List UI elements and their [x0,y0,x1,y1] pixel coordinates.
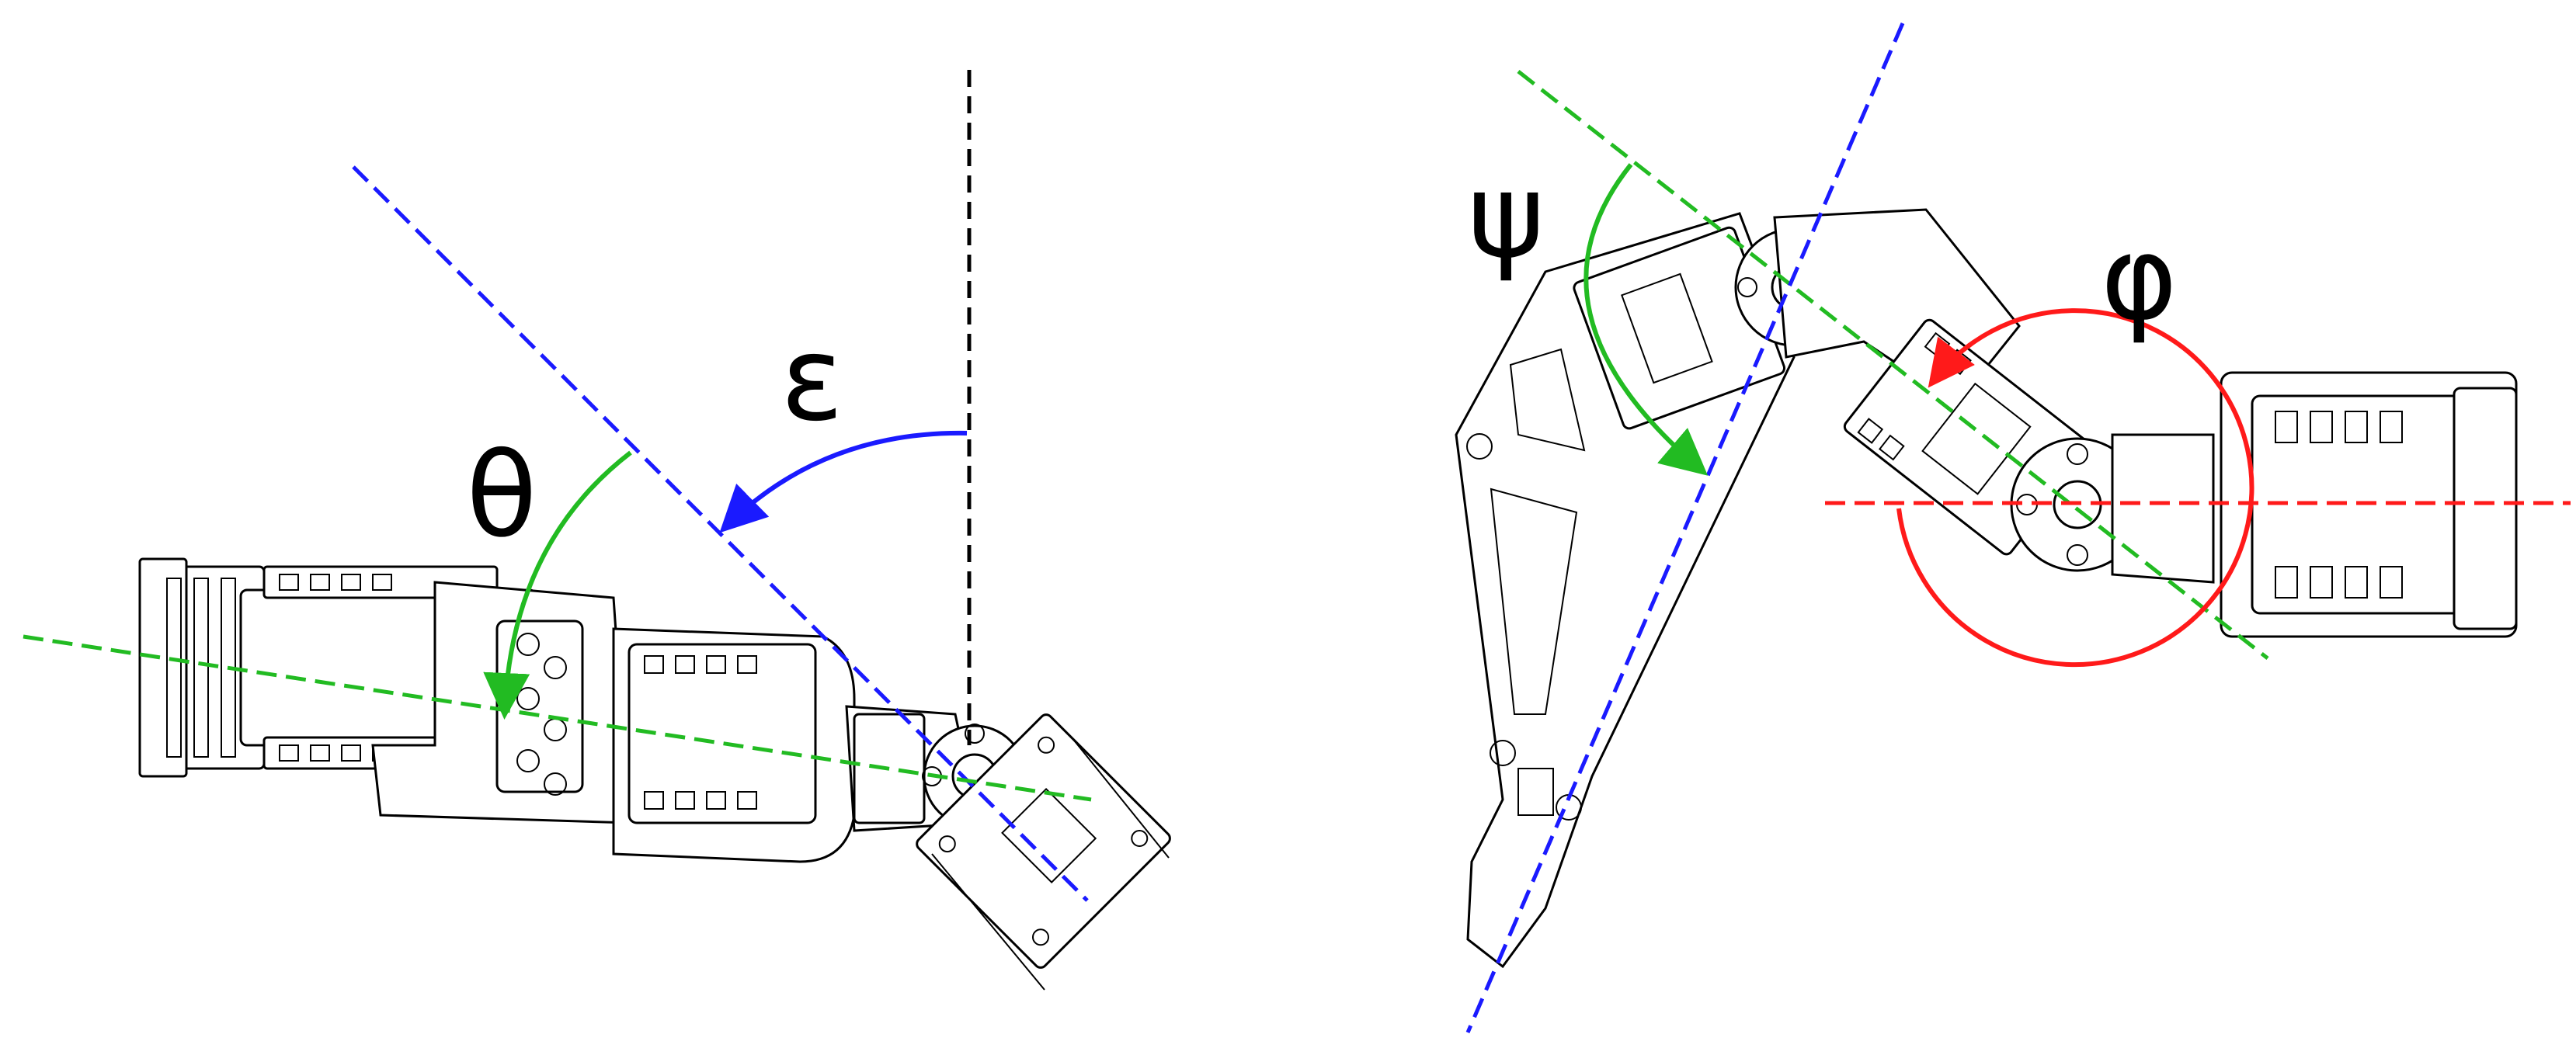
right-arm-diagram: ψ φ [1455,23,2571,1033]
epsilon-axis-line [352,165,1089,902]
theta-label: θ [466,429,537,564]
phi-angle-arc [1896,308,2254,668]
right-arm-drawing [1455,208,2518,969]
left-arm-diagram: ε θ [23,70,1171,991]
theta-axis-line [23,634,1092,802]
psi-reference-axis-line [1465,23,1905,1033]
theta-angle-arc [483,450,632,720]
psi-angle-arc [1583,163,1709,476]
psi-axis-line [1517,70,2269,660]
epsilon-label: ε [780,312,843,447]
psi-label: ψ [1468,149,1545,284]
epsilon-angle-arc [719,430,968,533]
left-arm-drawing [138,557,1171,991]
phi-label: φ [2101,211,2178,346]
